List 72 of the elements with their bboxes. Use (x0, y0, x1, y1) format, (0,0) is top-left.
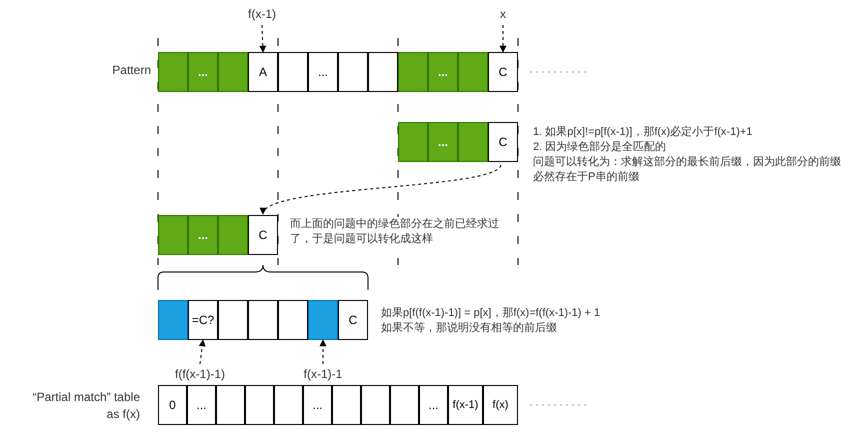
array-cell (218, 215, 248, 255)
cell-text: C (348, 312, 358, 329)
index-label: f(x-1)-1 (295, 366, 351, 382)
cell-text: ... (312, 397, 322, 414)
note-text: 2. 因为绿色部分是全匹配的 (533, 140, 668, 155)
cell-text: 0 (169, 397, 176, 414)
note-text: 如果p[f(f(x-1)-1)] = p[x]，那f(x)=f(f(x-1)-1) + 1 (381, 306, 602, 321)
array-cell (308, 52, 338, 92)
index-label: x (493, 6, 513, 22)
dashed-arrow (500, 24, 506, 53)
array-cell (278, 300, 308, 340)
note-text: 问题可以转化为：求解这部分的最长前后缀，因为此部分的前缀必然存在于P串的前缀 (533, 155, 842, 185)
note-text: 如果不等，那说明没有相等的前后缀 (381, 321, 558, 336)
cell-text: f(x) (492, 398, 508, 413)
cell-text: C (258, 227, 268, 244)
cell-text: A (258, 64, 267, 81)
array-cell (158, 385, 187, 425)
array-cell (218, 300, 248, 340)
array-cell (274, 385, 303, 425)
array-cell (458, 122, 488, 162)
cell-text: C (498, 64, 508, 81)
array-cell (303, 385, 332, 425)
cell-text: f(x-1) (452, 398, 478, 413)
array-cell (448, 385, 483, 425)
array-cell (419, 385, 448, 425)
array-cell (338, 300, 368, 340)
array-cell (428, 122, 458, 162)
array-cell (248, 300, 278, 340)
array-cell (488, 122, 518, 162)
index-label: f(x-1) (240, 6, 284, 22)
array-cell (428, 52, 458, 92)
array-cell (398, 122, 428, 162)
array-cell (158, 300, 188, 340)
array-cell (188, 300, 218, 340)
array-cell (308, 300, 338, 340)
array-cell (158, 215, 188, 255)
array-cell (458, 52, 488, 92)
index-label: f(f(x-1)-1) (168, 366, 232, 382)
array-cell (248, 52, 278, 92)
cell-text: ... (198, 227, 208, 244)
array-cell (248, 215, 278, 255)
array-cell (245, 385, 274, 425)
array-cell (188, 52, 218, 92)
array-cell (488, 52, 518, 92)
cell-text: ... (196, 397, 206, 414)
array-cell (483, 385, 518, 425)
dashed-arrow (262, 164, 502, 215)
array-cell (187, 385, 216, 425)
cell-text: ... (318, 64, 328, 81)
cell-text: =C? (192, 312, 214, 329)
cell-text: ... (428, 397, 438, 414)
array-cell (158, 52, 188, 92)
cell-text: ... (438, 134, 448, 151)
note-text: “Partial match” table as f(x) (32, 389, 140, 423)
array-cell (398, 52, 428, 92)
note-text: 1. 如果p[x]!=p[f(x-1)]，那f(x)必定小于f(x-1)+1 (533, 125, 754, 140)
note-text: Pattern (111, 63, 151, 78)
array-cell (216, 385, 245, 425)
cell-text: C (498, 134, 508, 151)
cell-text: ... (438, 64, 448, 81)
array-cell (338, 52, 368, 92)
array-cell (390, 385, 419, 425)
array-cell (361, 385, 390, 425)
dashed-arrow (259, 24, 266, 53)
array-cell (278, 52, 308, 92)
array-cell (218, 52, 248, 92)
dashed-arrow (198, 339, 206, 364)
array-cell (368, 52, 398, 92)
array-cell (188, 215, 218, 255)
dashed-arrow (320, 339, 326, 364)
cell-text: ... (198, 64, 208, 81)
array-cell (332, 385, 361, 425)
